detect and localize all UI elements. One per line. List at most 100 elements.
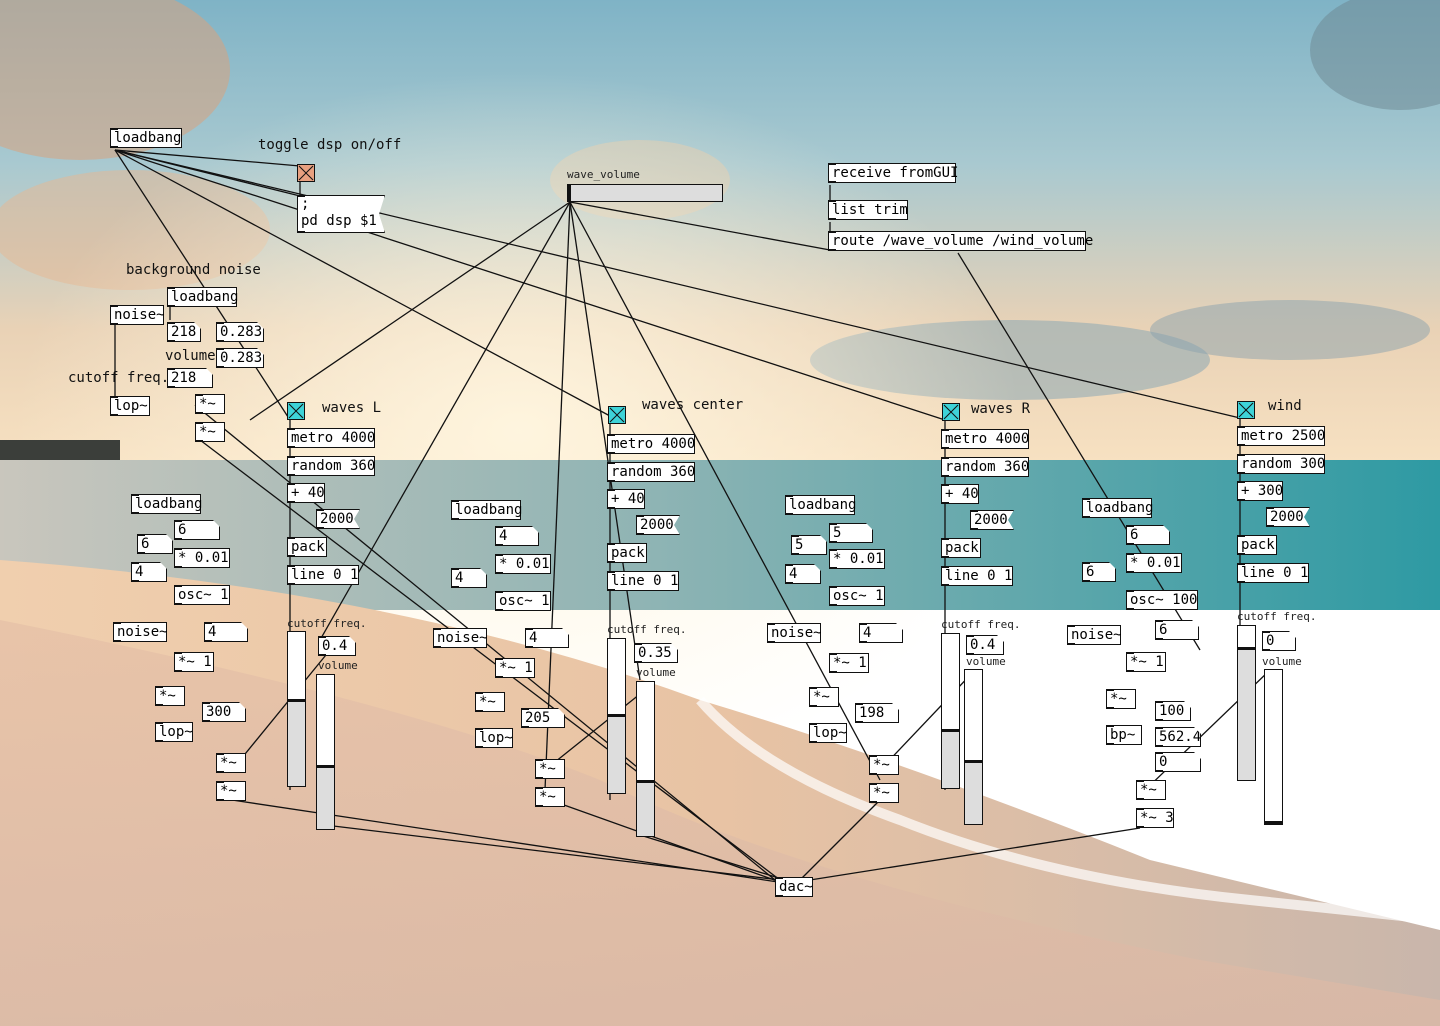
waves-center-cutoff-slider[interactable] bbox=[607, 638, 626, 794]
wind-mul[interactable]: *~ bbox=[1106, 689, 1136, 709]
waves-l-mul[interactable]: *~ bbox=[155, 686, 185, 706]
wind-plus[interactable]: + 300 bbox=[1237, 481, 1283, 501]
bg-mul-1[interactable]: *~ bbox=[195, 394, 225, 414]
waves-center-mul1[interactable]: *~ 1 bbox=[495, 658, 535, 678]
waves-center-num-c[interactable]: 4 bbox=[451, 568, 487, 588]
waves-l-lop[interactable]: lop~ bbox=[155, 722, 193, 742]
waves-l-num-c[interactable]: 4 bbox=[131, 562, 167, 582]
waves-l-cutoff-slider[interactable] bbox=[287, 631, 306, 787]
waves-l-noise[interactable]: noise~ bbox=[113, 622, 168, 642]
wind-volume-slider[interactable] bbox=[1264, 669, 1283, 825]
bg-lop[interactable]: lop~ bbox=[110, 396, 150, 416]
waves-center-noise[interactable]: noise~ bbox=[433, 628, 488, 648]
dac-output[interactable]: dac~ bbox=[775, 877, 813, 897]
waves-center-osc[interactable]: osc~ 1 bbox=[495, 591, 551, 611]
waves-r-line[interactable]: line 0 1 bbox=[941, 566, 1013, 586]
wind-line[interactable]: line 0 1 bbox=[1237, 563, 1309, 583]
waves-center-metro[interactable]: metro 4000 bbox=[607, 434, 695, 454]
waves-l-volume-number[interactable]: 0.4 bbox=[318, 636, 356, 656]
wind-pack[interactable]: pack bbox=[1237, 535, 1277, 555]
waves-center-loadbang[interactable]: loadbang bbox=[451, 500, 522, 520]
wind-mul1[interactable]: *~ 1 bbox=[1126, 652, 1166, 672]
waves-r-toggle[interactable] bbox=[942, 403, 960, 421]
waves-l-metro[interactable]: metro 4000 bbox=[287, 428, 375, 448]
wind-bp[interactable]: bp~ bbox=[1106, 725, 1142, 745]
bg-number-218a[interactable]: 218 bbox=[167, 322, 201, 342]
waves-l-random[interactable]: random 360 bbox=[287, 456, 375, 476]
waves-center-out-1[interactable]: *~ bbox=[535, 759, 565, 779]
waves-r-loadbang[interactable]: loadbang bbox=[785, 495, 856, 515]
waves-l-num-d[interactable]: 4 bbox=[204, 622, 248, 642]
waves-l-pack[interactable]: pack bbox=[287, 537, 327, 557]
waves-center-num-d[interactable]: 4 bbox=[525, 628, 569, 648]
bg-number-0283b[interactable]: 0.283 bbox=[216, 348, 264, 368]
wind-ramp[interactable]: 2000 bbox=[1266, 507, 1310, 527]
dsp-toggle[interactable] bbox=[297, 164, 315, 182]
wind-mul001[interactable]: * 0.01 bbox=[1126, 553, 1182, 573]
wind-noise[interactable]: noise~ bbox=[1067, 625, 1122, 645]
wind-num-a[interactable]: 6 bbox=[1082, 562, 1116, 582]
waves-r-lop[interactable]: lop~ bbox=[809, 723, 847, 743]
wind-random[interactable]: random 300 bbox=[1237, 454, 1325, 474]
bg-mul-2[interactable]: *~ bbox=[195, 422, 225, 442]
waves-l-out-1[interactable]: *~ bbox=[216, 753, 246, 773]
waves-r-num-b[interactable]: 5 bbox=[829, 523, 873, 543]
waves-r-mul001[interactable]: * 0.01 bbox=[829, 549, 885, 569]
waves-center-lop[interactable]: lop~ bbox=[475, 728, 513, 748]
waves-r-plus[interactable]: + 40 bbox=[941, 484, 979, 504]
waves-l-volume-slider[interactable] bbox=[316, 674, 335, 830]
pd-dsp-message[interactable]: ; pd dsp $1 bbox=[297, 195, 385, 233]
waves-center-num-205[interactable]: 205 bbox=[521, 708, 565, 728]
waves-l-num-b[interactable]: 6 bbox=[174, 520, 220, 540]
wind-cutoff-slider[interactable] bbox=[1237, 625, 1256, 781]
wind-num-100[interactable]: 100 bbox=[1155, 701, 1191, 721]
waves-r-osc[interactable]: osc~ 1 bbox=[829, 586, 885, 606]
receive-fromgui[interactable]: receive fromGUI bbox=[828, 163, 958, 183]
waves-r-num-d[interactable]: 4 bbox=[859, 623, 903, 643]
waves-l-num-300[interactable]: 300 bbox=[202, 702, 246, 722]
waves-center-plus[interactable]: + 40 bbox=[607, 489, 645, 509]
waves-r-volume-number[interactable]: 0.4 bbox=[966, 635, 1004, 655]
list-trim[interactable]: list trim bbox=[828, 200, 908, 220]
waves-l-ramp[interactable]: 2000 bbox=[316, 509, 360, 529]
waves-center-random[interactable]: random 360 bbox=[607, 462, 695, 482]
wind-loadbang[interactable]: loadbang bbox=[1082, 498, 1153, 518]
waves-l-loadbang[interactable]: loadbang bbox=[131, 494, 202, 514]
waves-r-cutoff-slider[interactable] bbox=[941, 633, 960, 789]
waves-center-ramp[interactable]: 2000 bbox=[636, 515, 680, 535]
waves-center-mul001[interactable]: * 0.01 bbox=[495, 554, 551, 574]
waves-r-random[interactable]: random 360 bbox=[941, 457, 1029, 477]
waves-r-mul1[interactable]: *~ 1 bbox=[829, 653, 869, 673]
waves-l-toggle[interactable] bbox=[287, 402, 305, 420]
loadbang-top[interactable]: loadbang bbox=[110, 128, 182, 148]
wind-osc[interactable]: osc~ 100 bbox=[1126, 590, 1198, 610]
waves-l-line[interactable]: line 0 1 bbox=[287, 565, 359, 585]
bg-number-218b[interactable]: 218 bbox=[167, 368, 213, 388]
waves-l-out-2[interactable]: *~ bbox=[216, 781, 246, 801]
waves-l-osc[interactable]: osc~ 1 bbox=[174, 585, 230, 605]
waves-r-num-a[interactable]: 5 bbox=[791, 535, 827, 555]
waves-r-pack[interactable]: pack bbox=[941, 538, 981, 558]
wind-num-d[interactable]: 6 bbox=[1155, 620, 1199, 640]
waves-r-mul[interactable]: *~ bbox=[809, 687, 839, 707]
bg-number-0283a[interactable]: 0.283 bbox=[216, 322, 264, 342]
waves-l-mul1[interactable]: *~ 1 bbox=[174, 652, 214, 672]
waves-center-mul[interactable]: *~ bbox=[475, 692, 505, 712]
waves-r-ramp[interactable]: 2000 bbox=[970, 510, 1014, 530]
waves-center-out-2[interactable]: *~ bbox=[535, 787, 565, 807]
waves-r-out-2[interactable]: *~ bbox=[869, 783, 899, 803]
waves-r-noise[interactable]: noise~ bbox=[767, 623, 822, 643]
waves-r-metro[interactable]: metro 4000 bbox=[941, 429, 1029, 449]
wave-volume-slider[interactable] bbox=[567, 184, 723, 202]
waves-center-volume-number[interactable]: 0.35 bbox=[634, 643, 678, 663]
waves-r-num-198[interactable]: 198 bbox=[855, 703, 899, 723]
wind-volume-number[interactable]: 0 bbox=[1262, 631, 1296, 651]
wind-num-b[interactable]: 6 bbox=[1126, 525, 1170, 545]
wind-out-1[interactable]: *~ bbox=[1136, 780, 1166, 800]
wind-toggle[interactable] bbox=[1237, 401, 1255, 419]
waves-center-volume-slider[interactable] bbox=[636, 681, 655, 837]
waves-l-num-a[interactable]: 6 bbox=[137, 534, 173, 554]
bg-noise[interactable]: noise~ bbox=[110, 305, 165, 325]
wind-metro[interactable]: metro 2500 bbox=[1237, 426, 1325, 446]
waves-r-volume-slider[interactable] bbox=[964, 669, 983, 825]
